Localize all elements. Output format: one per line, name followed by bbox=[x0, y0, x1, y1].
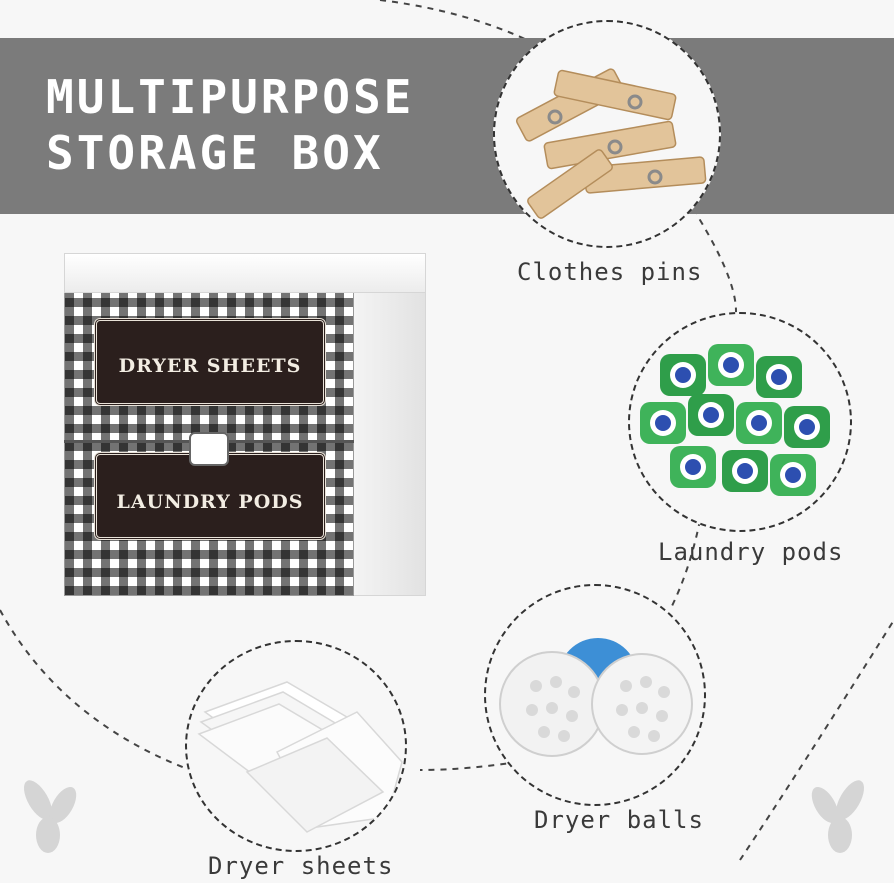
dryer-sheets-photo bbox=[185, 640, 407, 852]
drawer-bottom-label: LAUNDRY PODS bbox=[116, 491, 304, 513]
dryer-sheets-illustration bbox=[197, 681, 403, 833]
dryer-balls-photo bbox=[484, 584, 706, 806]
dryer-balls-label: Dryer balls bbox=[534, 806, 704, 834]
box-side-panel bbox=[352, 290, 426, 596]
box-lid bbox=[64, 253, 426, 293]
drawer-top-label: DRYER SHEETS bbox=[118, 355, 302, 377]
title-line-2: STORAGE BOX bbox=[46, 126, 384, 180]
dryer-balls-illustration bbox=[499, 638, 693, 757]
drawer-top-plaque: DRYER SHEETS bbox=[94, 318, 326, 406]
title-banner bbox=[0, 38, 894, 214]
clothes-pins-label: Clothes pins bbox=[517, 258, 703, 286]
dryer-sheets-label: Dryer sheets bbox=[208, 852, 394, 880]
laundry-pods-illustration bbox=[640, 344, 830, 496]
laundry-pods-photo bbox=[628, 312, 852, 532]
clothes-pins-photo bbox=[493, 20, 721, 248]
title-line-1: MULTIPURPOSE bbox=[46, 70, 415, 124]
leaf-sprig-right-icon bbox=[811, 780, 864, 853]
leaf-sprig-left-icon bbox=[24, 780, 77, 853]
laundry-pods-label: Laundry pods bbox=[658, 538, 844, 566]
drawer-handle bbox=[189, 432, 229, 466]
clothes-pins-illustration bbox=[515, 68, 707, 219]
